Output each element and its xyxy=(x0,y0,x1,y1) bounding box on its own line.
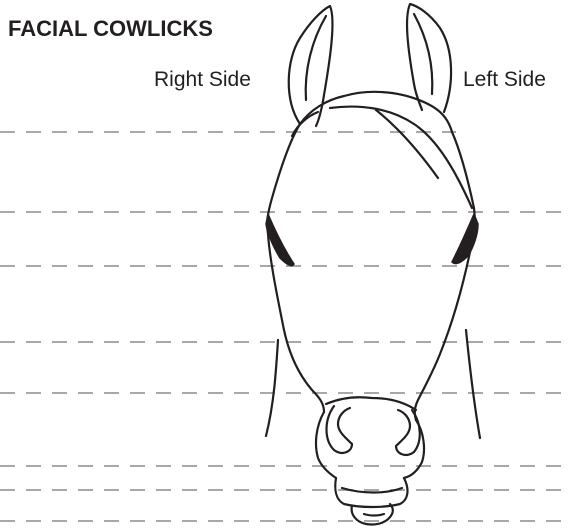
right-side-label: Right Side xyxy=(154,69,251,90)
muzzle-outline xyxy=(316,412,424,478)
guide-lines xyxy=(0,132,570,521)
diagram-title: FACIAL COWLICKS xyxy=(8,18,213,40)
forelock-lock xyxy=(330,107,472,208)
right-ear-inner xyxy=(306,16,326,100)
left-nostril xyxy=(396,410,420,455)
left-ear-inner xyxy=(414,14,432,94)
right-jaw-line xyxy=(266,340,278,436)
face-outline-left xyxy=(415,132,475,420)
right-ear xyxy=(289,6,333,126)
horse-head xyxy=(266,4,480,525)
left-side-label: Left Side xyxy=(463,69,546,90)
right-nostril xyxy=(327,406,353,453)
chin-line xyxy=(364,514,384,516)
left-jaw-line xyxy=(466,330,480,438)
left-eye xyxy=(452,214,478,264)
muzzle-top xyxy=(326,397,416,410)
